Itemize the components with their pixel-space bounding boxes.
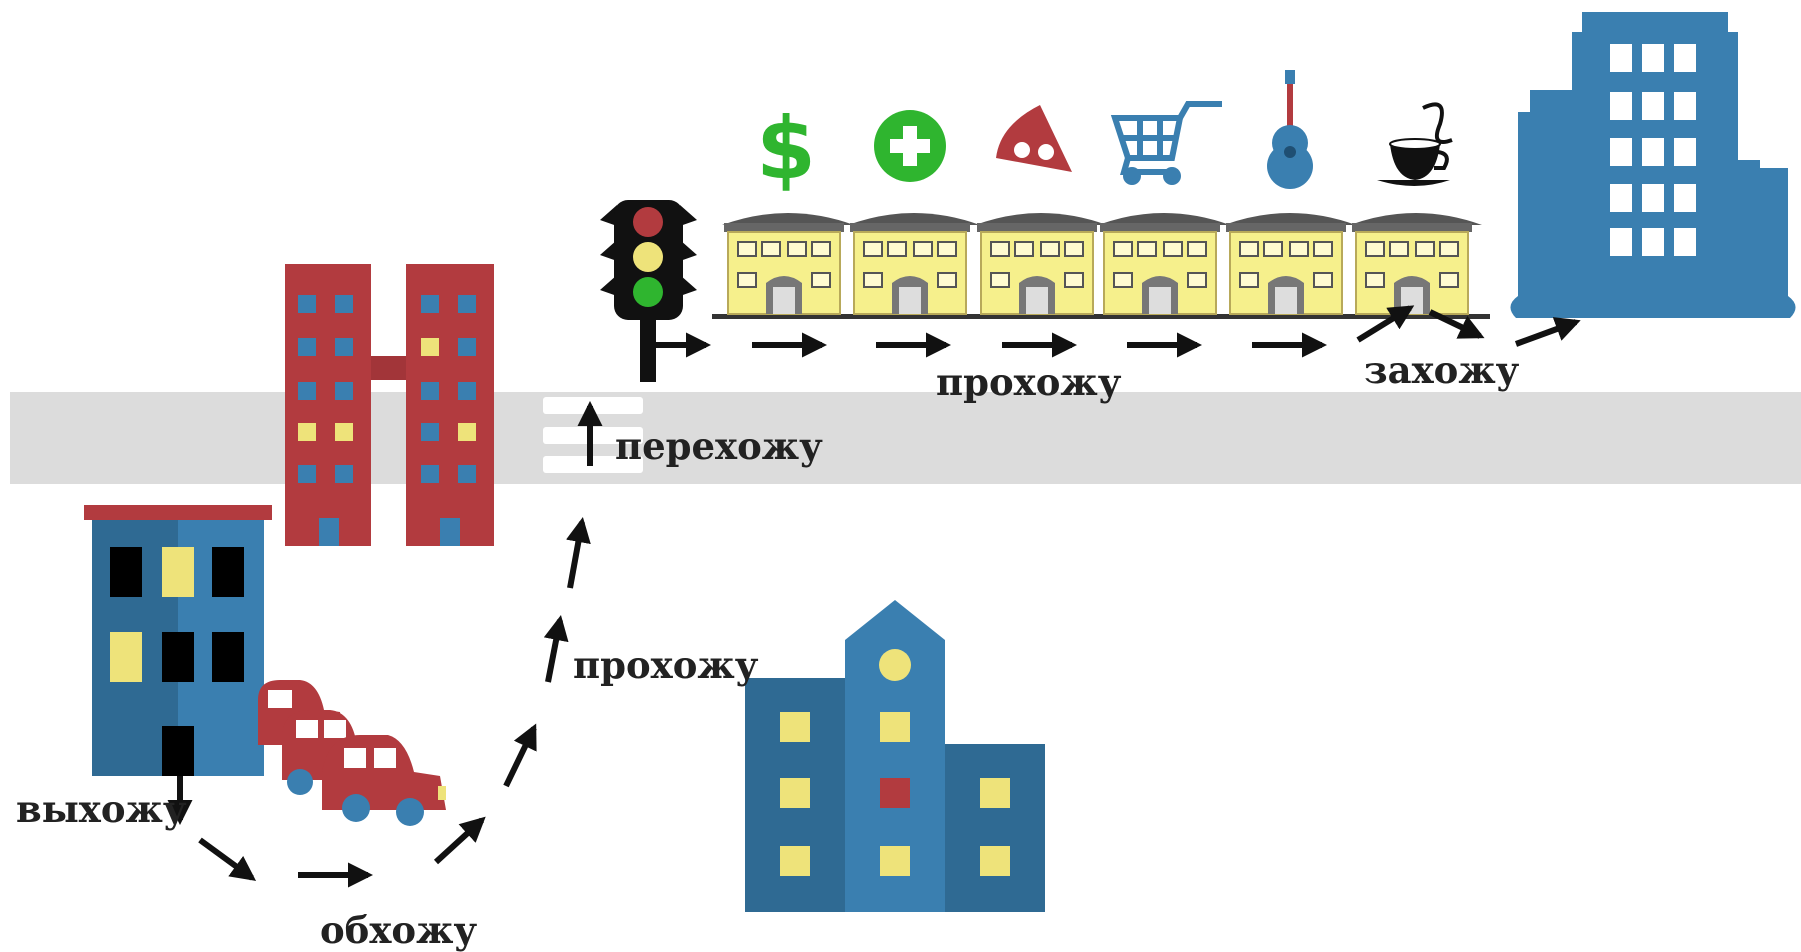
school-building: [745, 600, 1045, 912]
dollar-icon: $: [756, 99, 816, 199]
shopping-cart-icon: [1110, 101, 1222, 185]
parked-cars: [258, 680, 446, 826]
label-cross: перехожу: [615, 424, 823, 468]
label-walk-past: прохожу: [936, 360, 1122, 404]
svg-text:$: $: [756, 99, 816, 199]
route-arrows: [167, 305, 1581, 888]
office-building: [1510, 12, 1796, 318]
home-building: [84, 505, 272, 776]
coffee-cup-icon: [1377, 102, 1453, 186]
red-h-building: [285, 264, 494, 546]
label-walk-through-lower: прохожу: [573, 643, 759, 687]
pizza-slice-icon: [996, 105, 1072, 172]
label-exit: выхожу: [16, 787, 187, 831]
traffic-light-icon: [600, 200, 697, 382]
label-enter: захожу: [1364, 348, 1520, 392]
label-walk-around: обхожу: [320, 908, 478, 952]
shop-row: [712, 212, 1490, 319]
guitar-icon: [1267, 70, 1313, 189]
road: [10, 392, 1801, 484]
pharmacy-plus-icon: [874, 110, 946, 182]
